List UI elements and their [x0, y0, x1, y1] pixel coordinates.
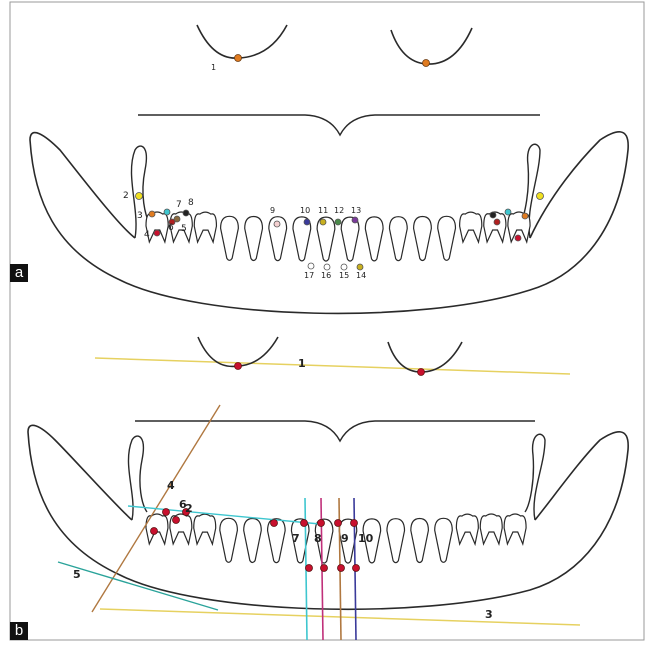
landmark-b-2 [271, 520, 278, 527]
landmark-b-10-top [351, 520, 358, 527]
panel-a: 1 2 3 4 [30, 25, 628, 313]
label-a-3: 3 [137, 211, 143, 221]
a-tooth [341, 217, 359, 261]
landmark-16 [324, 264, 330, 270]
b-tooth [194, 514, 216, 544]
landmark-b-7-bottom [306, 565, 313, 572]
label-a-1: 1 [211, 63, 216, 72]
ramus-right-b [525, 434, 545, 520]
label-b-7: 7 [292, 532, 300, 545]
label-a-2: 2 [123, 191, 129, 201]
landmark-b-10-bottom [353, 565, 360, 572]
landmark-9 [274, 221, 280, 227]
landmark-6-right [494, 219, 500, 225]
label-a-11: 11 [318, 206, 328, 215]
label-b-1: 1 [298, 357, 306, 370]
landmark-4-right [515, 235, 521, 241]
landmark-2-left [136, 193, 143, 200]
landmark-b-8-top [318, 520, 325, 527]
landmark-7-left [164, 209, 170, 215]
landmark-1-right [423, 60, 430, 67]
landmark-b-6c [173, 517, 180, 524]
condyle-right [391, 28, 472, 64]
label-a-9: 9 [270, 206, 275, 215]
reference-line-1 [95, 358, 570, 374]
b-tooth [387, 519, 405, 563]
label-b-8: 8 [314, 532, 322, 545]
landmark-3-left [149, 211, 155, 217]
landmark-1-left [235, 55, 242, 62]
landmark-b-7-top [301, 520, 308, 527]
label-a-8: 8 [188, 198, 194, 208]
panel-label-a: a [10, 264, 28, 282]
landmark-b-6a [163, 509, 170, 516]
landmark-12 [335, 219, 341, 225]
label-b-10: 10 [358, 532, 374, 545]
a-tooth [438, 216, 456, 260]
landmark-b-condyle-left [235, 363, 242, 370]
landmark-13 [352, 217, 358, 223]
landmark-8-left [183, 210, 189, 216]
panel-b: 1 2 3 4 5 6 [28, 337, 628, 640]
label-a-14: 14 [356, 271, 366, 280]
a-tooth [414, 217, 432, 261]
landmark-7-right [505, 209, 511, 215]
palate-line [138, 115, 540, 135]
label-a-17: 17 [304, 271, 314, 280]
label-b-4: 4 [167, 479, 175, 492]
a-tooth [194, 212, 216, 242]
condyle-left [197, 25, 287, 58]
b-tooth [435, 518, 453, 562]
mandible-outline-b [28, 425, 628, 609]
label-a-6: 6 [168, 223, 174, 233]
line-5 [58, 562, 218, 610]
landmark-17 [308, 263, 314, 269]
label-a-4: 4 [144, 230, 150, 240]
landmark-10 [304, 219, 310, 225]
label-a-16: 16 [321, 271, 331, 280]
label-b-9: 9 [341, 532, 349, 545]
landmark-b-9-bottom [338, 565, 345, 572]
label-a-12: 12 [334, 206, 344, 215]
landmark-2-right [537, 193, 544, 200]
landmark-b-9-top [335, 520, 342, 527]
palate-line-b [135, 421, 535, 441]
label-a-7: 7 [176, 200, 182, 210]
label-a-10: 10 [300, 206, 310, 215]
landmark-11 [320, 219, 326, 225]
label-a-15: 15 [339, 271, 349, 280]
a-tooth [317, 217, 335, 261]
landmark-15 [341, 264, 347, 270]
a-tooth [389, 217, 407, 261]
landmark-b-8-bottom [321, 565, 328, 572]
label-b-5: 5 [73, 568, 81, 581]
b-tooth [480, 514, 502, 544]
a-tooth [245, 217, 263, 261]
landmark-8-right [490, 212, 496, 218]
b-tooth [220, 518, 238, 562]
label-a-5: 5 [181, 224, 187, 234]
label-a-13: 13 [351, 206, 361, 215]
label-b-3: 3 [485, 608, 493, 621]
landmark-b-condyle-right [418, 369, 425, 376]
landmark-4-left [154, 230, 160, 236]
panel-label-b: b [10, 622, 28, 640]
a-tooth [221, 216, 239, 260]
b-tooth [244, 519, 262, 563]
landmark-b-4 [151, 528, 158, 535]
label-b-6: 6 [179, 498, 187, 511]
b-tooth [456, 514, 478, 544]
b-tooth [411, 519, 429, 563]
a-tooth [365, 217, 383, 261]
a-tooth [460, 212, 482, 242]
landmark-3-right [522, 213, 528, 219]
landmark-14 [357, 264, 363, 270]
b-tooth [504, 514, 526, 544]
